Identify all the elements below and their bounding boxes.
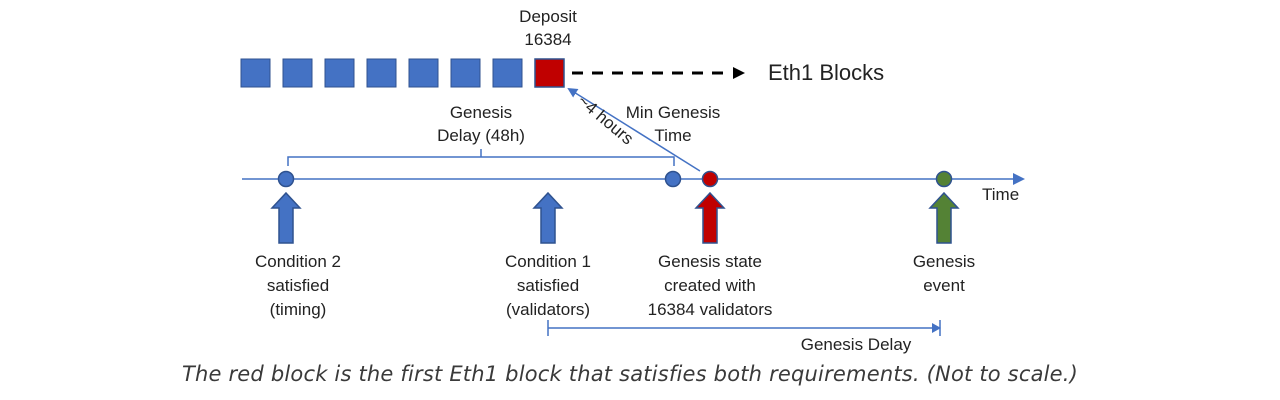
genesis-delay-bracket [287, 149, 675, 166]
time-axis-arrowhead-icon [1013, 173, 1025, 185]
condition2-point [277, 170, 295, 188]
genesis-state-label-line3: 16384 validators [648, 300, 773, 319]
genesis-event-label: Genesis event [913, 252, 975, 295]
condition1-point [664, 170, 682, 188]
min-genesis-time-line2: Time [654, 126, 691, 145]
time-axis-label: Time [982, 185, 1019, 204]
deposit-label-line2: 16384 [524, 30, 571, 49]
condition2-up-arrow-icon [270, 191, 302, 244]
eth1-block [450, 58, 481, 88]
eth1-blocks [240, 58, 565, 88]
genesis-event-label-line1: Genesis [913, 252, 975, 271]
condition1-label: Condition 1 satisfied (validators) [505, 252, 591, 319]
condition2-label-line1: Condition 2 [255, 252, 341, 271]
condition2-label-line3: (timing) [270, 300, 327, 319]
genesis-delay-48h-line1: Genesis [450, 103, 512, 122]
eth1-block [492, 58, 523, 88]
genesis-event-point [935, 170, 953, 188]
eth1-block [324, 58, 355, 88]
deposit-block-red [534, 58, 565, 88]
genesis-event-up-arrow-icon [928, 191, 960, 244]
genesis-state-label: Genesis state created with 16384 validat… [648, 252, 773, 319]
condition1-label-line3: (validators) [506, 300, 590, 319]
genesis-event-label-line2: event [923, 276, 965, 295]
genesis-delay-span-arrowhead-icon [932, 323, 941, 333]
genesis-delay-48h-line2: Delay (48h) [437, 126, 525, 145]
genesis-state-label-line2: created with [664, 276, 756, 295]
eth1-block [366, 58, 397, 88]
four-hours-arrow [567, 87, 701, 172]
figure-caption: The red block is the first Eth1 block th… [181, 362, 1079, 386]
genesis-delay-bottom-label: Genesis Delay [801, 335, 912, 354]
eth1-block [282, 58, 313, 88]
condition1-label-line2: satisfied [517, 276, 579, 295]
condition1-label-line1: Condition 1 [505, 252, 591, 271]
eth1-block [408, 58, 439, 88]
deposit-label-line1: Deposit [519, 7, 577, 26]
eth1-blocks-label: Eth1 Blocks [768, 60, 884, 85]
eth1-arrowhead-icon [733, 67, 745, 79]
genesis-state-point [701, 170, 719, 188]
condition2-label: Condition 2 satisfied (timing) [255, 252, 341, 319]
condition2-label-line2: satisfied [267, 276, 329, 295]
eth1-block [240, 58, 271, 88]
condition1-up-arrow-icon [532, 191, 564, 244]
min-genesis-time-line1: Min Genesis [626, 103, 720, 122]
genesis-state-label-line1: Genesis state [658, 252, 762, 271]
genesis-state-up-arrow-icon [694, 191, 726, 244]
